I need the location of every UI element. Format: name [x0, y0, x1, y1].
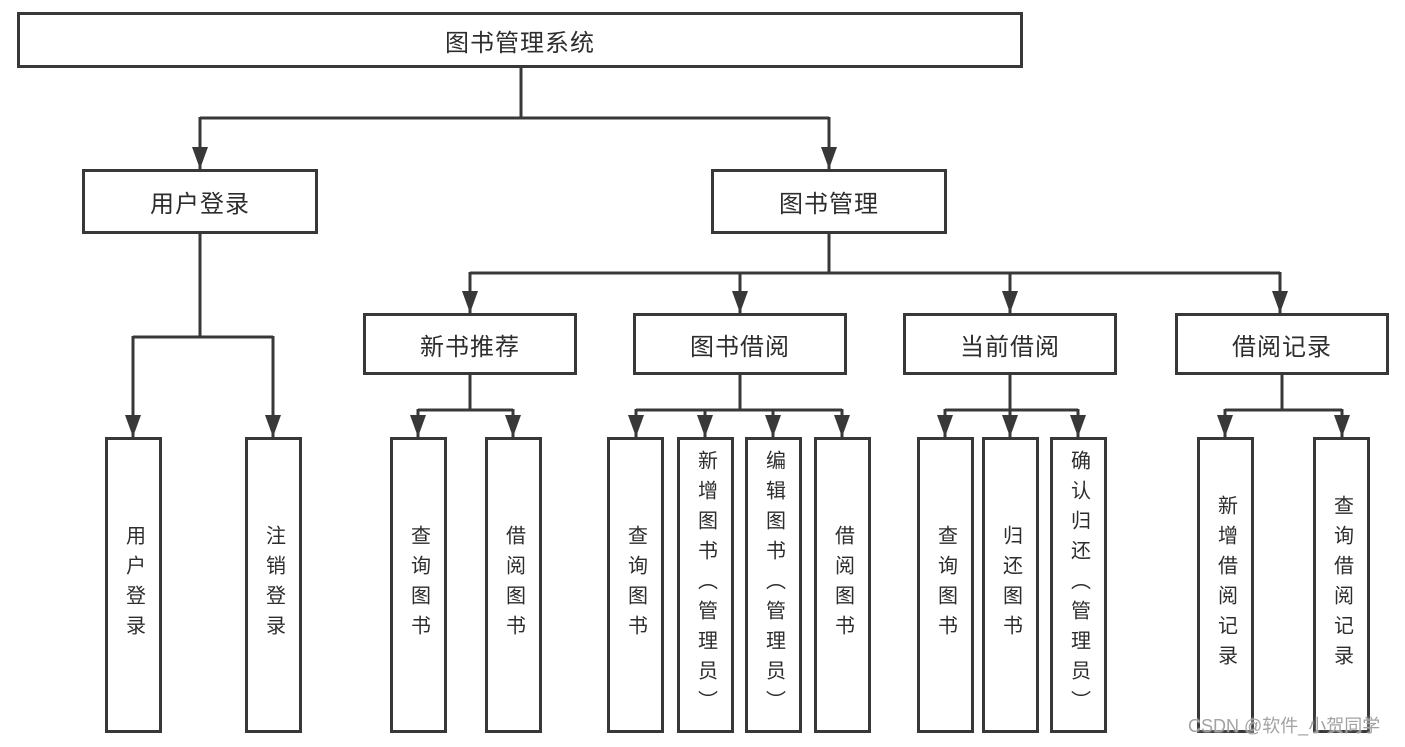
node-book-management: 图书管理 [711, 169, 947, 234]
node-book-borrow: 图书借阅 [633, 313, 847, 375]
leaf-borrow-borrow-books: 借阅图书 [814, 437, 871, 733]
leaf-borrow-edit-books-admin: 编辑图书（管理员） [745, 437, 802, 733]
leaf-record-add-borrow-record: 新增借阅记录 [1197, 437, 1254, 733]
leaf-logout: 注销登录 [245, 437, 302, 733]
leaf-current-query-books: 查询图书 [917, 437, 974, 733]
leaf-borrow-query-books: 查询图书 [607, 437, 664, 733]
leaf-newrec-query-books: 查询图书 [390, 437, 447, 733]
leaf-current-confirm-return-admin: 确认归还（管理员） [1050, 437, 1107, 733]
leaf-borrow-add-books-admin: 新增图书（管理员） [677, 437, 734, 733]
node-borrow-record: 借阅记录 [1175, 313, 1389, 375]
node-current-borrow: 当前借阅 [903, 313, 1117, 375]
leaf-user-login: 用户登录 [105, 437, 162, 733]
node-library-system: 图书管理系统 [17, 12, 1023, 68]
node-user-login: 用户登录 [82, 169, 318, 234]
node-new-book-recommend: 新书推荐 [363, 313, 577, 375]
leaf-current-return-books: 归还图书 [982, 437, 1039, 733]
leaf-newrec-borrow-books: 借阅图书 [485, 437, 542, 733]
leaf-record-query-borrow-record: 查询借阅记录 [1313, 437, 1370, 733]
csdn-watermark: CSDN @软件_小贺同学 [1188, 716, 1381, 736]
